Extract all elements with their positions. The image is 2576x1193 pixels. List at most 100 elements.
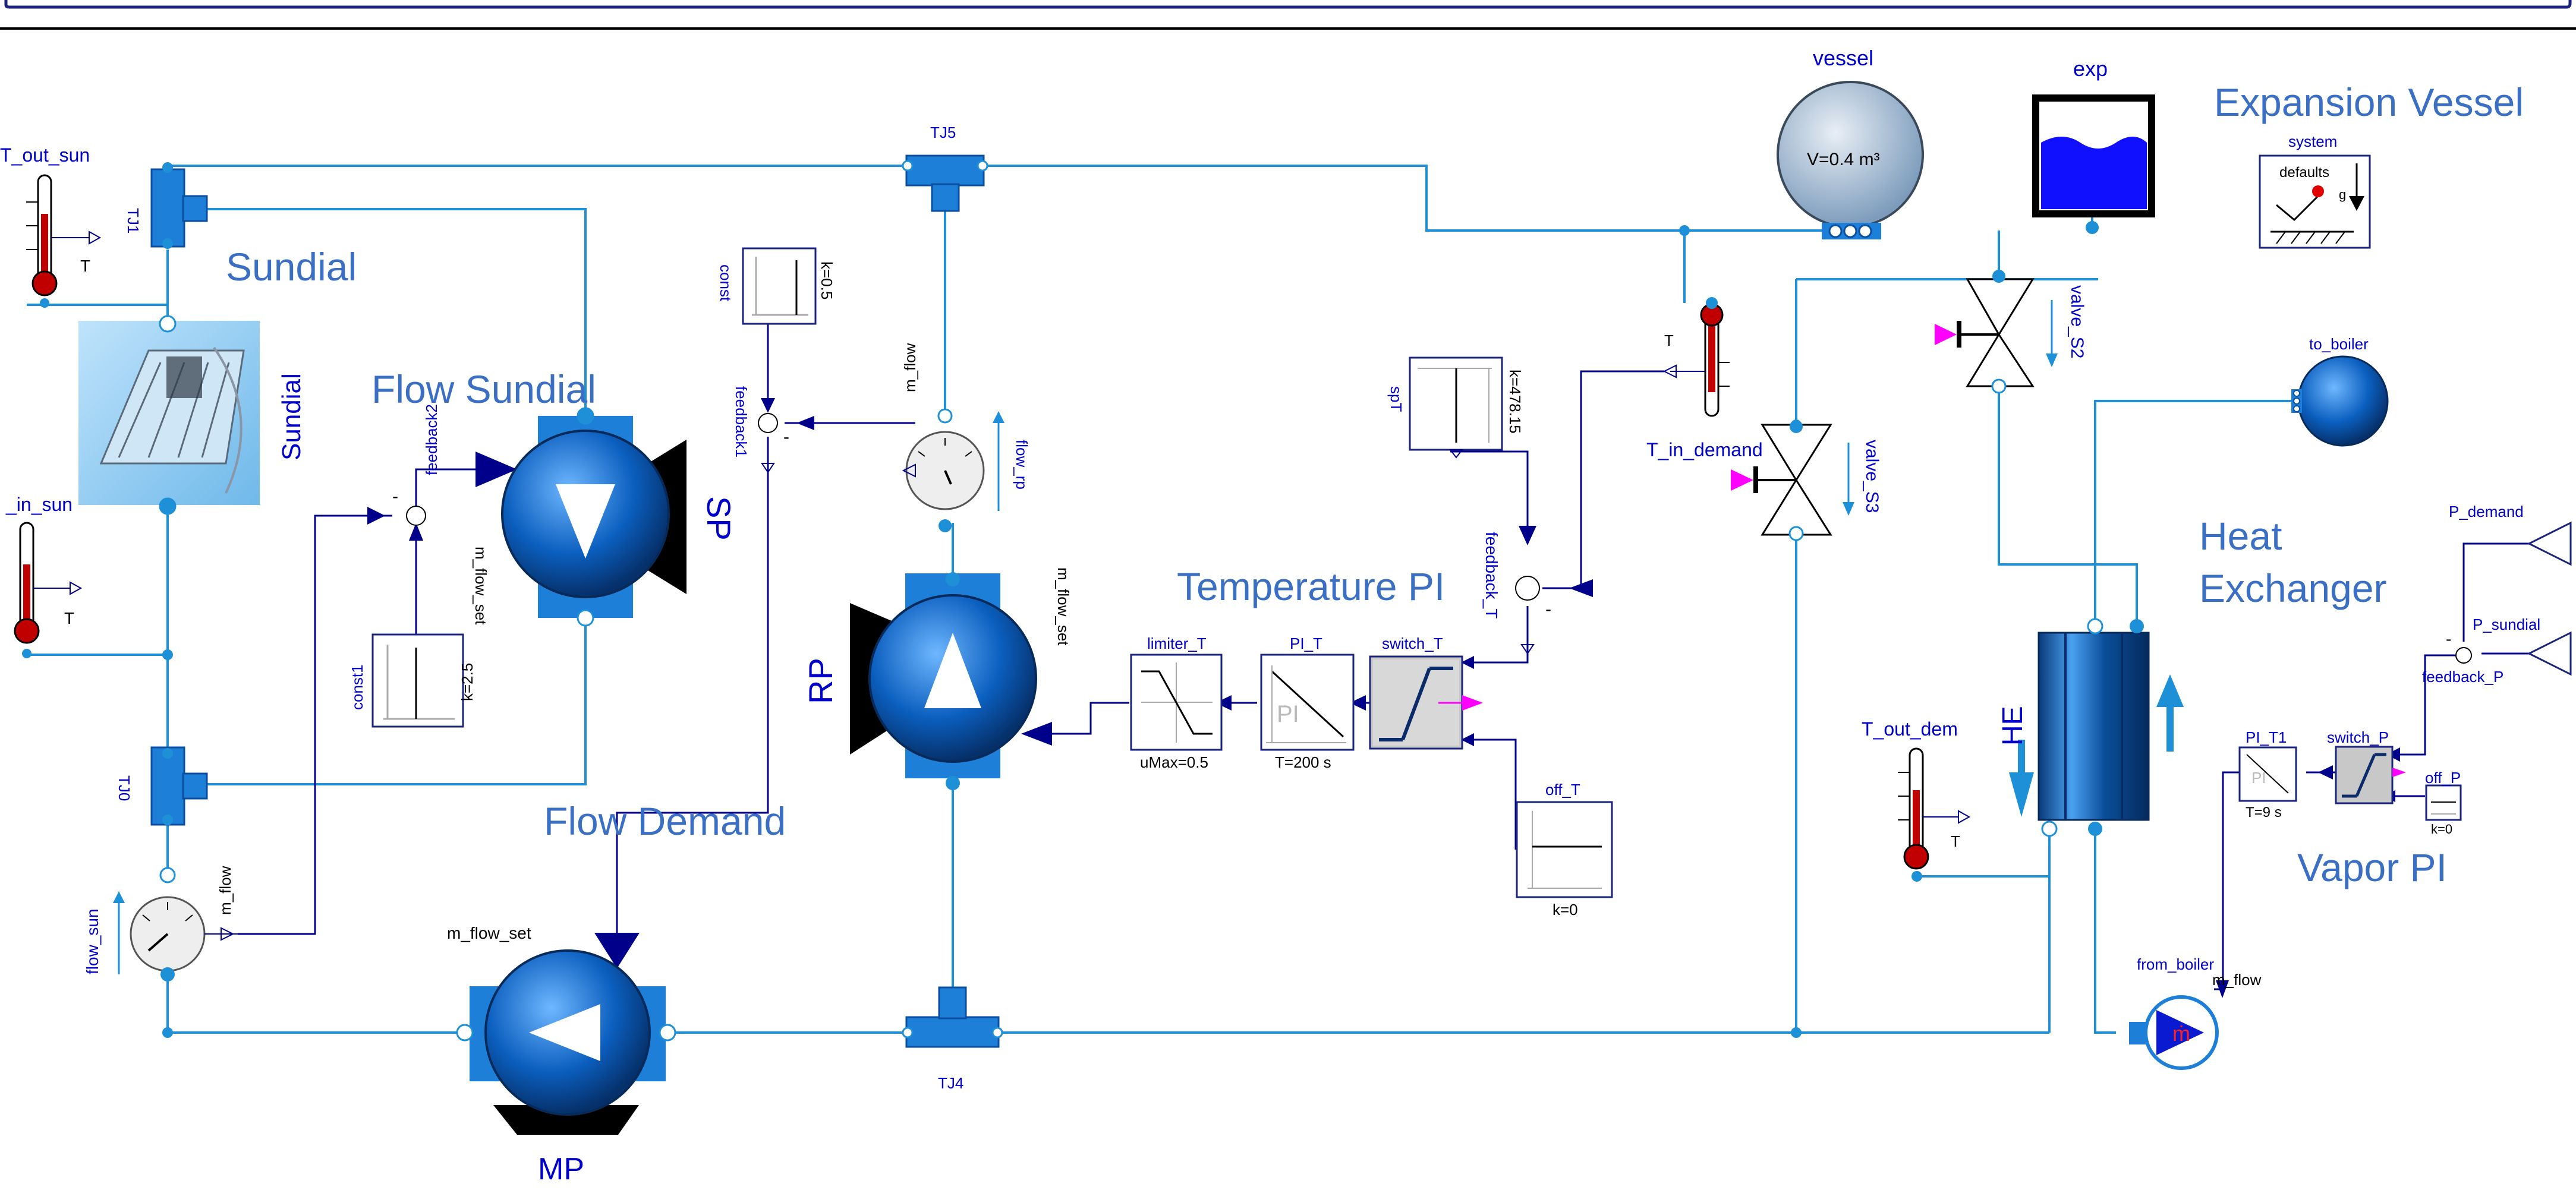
mp-m-flow-set: m_flow_set bbox=[447, 924, 531, 942]
top-frame bbox=[0, 0, 2576, 30]
thermometer-t-out-dem[interactable] bbox=[1898, 749, 1969, 882]
tj4-label: TJ4 bbox=[938, 1074, 963, 1092]
tj1-junction[interactable] bbox=[152, 162, 207, 249]
thermometer-t-in-sun[interactable] bbox=[15, 523, 81, 658]
pi-t1-block[interactable] bbox=[2240, 747, 2296, 801]
flow-sundial-title: Flow Sundial bbox=[371, 367, 596, 411]
tj5-label: TJ5 bbox=[930, 124, 956, 141]
valve-s3[interactable] bbox=[1731, 420, 1854, 540]
vapor-pi-title: Vapor PI bbox=[2297, 845, 2447, 889]
mp-pump[interactable] bbox=[457, 951, 675, 1135]
tj5-junction[interactable] bbox=[903, 156, 987, 211]
system-g: g bbox=[2339, 187, 2346, 202]
sundial-collector[interactable] bbox=[78, 316, 260, 514]
feedback2-block[interactable] bbox=[407, 506, 426, 525]
t-in-demand-t: T bbox=[1664, 332, 1674, 349]
t-out-dem-t: T bbox=[1951, 832, 1960, 850]
rp-label: RP bbox=[802, 658, 839, 704]
spt-block[interactable] bbox=[1410, 358, 1502, 457]
p-sundial-source[interactable] bbox=[2529, 633, 2571, 674]
pi-t-param: T=200 s bbox=[1275, 753, 1331, 771]
to-boiler[interactable] bbox=[2291, 356, 2388, 446]
pi-t-block[interactable] bbox=[1261, 655, 1353, 750]
sundial-vertical-label: Sundial bbox=[277, 373, 306, 460]
switch-t-block[interactable] bbox=[1370, 657, 1483, 749]
feedback-p-minus: - bbox=[2446, 630, 2451, 648]
rp-m-flow-set: m_flow_set bbox=[1054, 567, 1072, 646]
exp-tank[interactable] bbox=[2036, 98, 2152, 234]
vessel-label: vessel bbox=[1813, 46, 1873, 70]
temperature-pi-title: Temperature PI bbox=[1177, 564, 1445, 608]
pi-t-inner-text: PI bbox=[1277, 701, 1299, 727]
off-t-block[interactable] bbox=[1517, 802, 1612, 897]
sp-m-flow-set: m_flow_set bbox=[472, 547, 490, 625]
p-sundial-label: P_sundial bbox=[2473, 616, 2540, 633]
t-in-sun-t: T bbox=[64, 609, 74, 627]
const-block[interactable] bbox=[743, 248, 815, 324]
heat-exchanger-title-1: Heat bbox=[2199, 514, 2282, 558]
thermometer-t-in-demand[interactable] bbox=[1664, 297, 1730, 416]
flow-rp-sensor[interactable] bbox=[903, 409, 1004, 532]
tj0-junction[interactable] bbox=[152, 747, 207, 825]
system-defaults: defaults bbox=[2279, 165, 2329, 181]
off-p-k: k=0 bbox=[2431, 822, 2452, 837]
flow-rp-label: flow_rp bbox=[1013, 440, 1031, 490]
t-in-demand-label: T_in_demand bbox=[1646, 439, 1763, 460]
feedback2-label: feedback2 bbox=[423, 404, 440, 475]
heat-exchanger[interactable] bbox=[2009, 619, 2184, 836]
feedback-t-minus: - bbox=[1545, 599, 1551, 619]
const-label: const bbox=[717, 264, 735, 302]
p-demand-label: P_demand bbox=[2449, 503, 2524, 520]
const1-label: const1 bbox=[348, 664, 366, 710]
off-p-block[interactable] bbox=[2426, 785, 2461, 820]
vessel-param: V=0.4 m³ bbox=[1807, 150, 1880, 169]
flow-sun-label: flow_sun bbox=[83, 908, 102, 974]
limiter-t-param: uMax=0.5 bbox=[1140, 753, 1208, 771]
tj0-label: TJ0 bbox=[115, 775, 133, 801]
p-demand-source[interactable] bbox=[2529, 523, 2571, 564]
he-label: HE bbox=[1997, 706, 2029, 746]
off-p-label: off_P bbox=[2425, 769, 2461, 787]
system-label: system bbox=[2288, 132, 2337, 150]
flow-rp-m-flow: m_flow bbox=[901, 343, 919, 392]
feedback-p-label: feedback_P bbox=[2422, 668, 2503, 686]
flow-demand-title: Flow Demand bbox=[544, 799, 786, 843]
pi-t1-inner-text: PI bbox=[2251, 769, 2266, 787]
t-out-sun-label: T_out_sun bbox=[0, 144, 90, 166]
pi-t1-label: PI_T1 bbox=[2246, 728, 2287, 746]
const-k: k=0.5 bbox=[818, 261, 836, 299]
feedback-p-block[interactable] bbox=[2456, 648, 2471, 663]
off-t-k: k=0 bbox=[1552, 901, 1578, 919]
switch-p-label: switch_P bbox=[2327, 728, 2389, 746]
feedback1-minus: - bbox=[783, 427, 789, 447]
sp-label: SP bbox=[700, 496, 738, 541]
pipe-network bbox=[27, 166, 2298, 1033]
sp-pump[interactable] bbox=[502, 408, 686, 626]
thermometer-t-out-sun[interactable] bbox=[26, 175, 100, 308]
t-in-sun-label: _in_sun bbox=[5, 494, 73, 515]
const1-k: k=2.5 bbox=[458, 663, 476, 701]
heat-exchanger-title-2: Exchanger bbox=[2199, 566, 2387, 610]
off-t-label: off_T bbox=[1545, 781, 1580, 799]
t-out-sun-t: T bbox=[80, 257, 90, 275]
t-out-dem-label: T_out_dem bbox=[1862, 718, 1958, 740]
feedback-t-label: feedback_T bbox=[1482, 532, 1501, 618]
feedback1-label: feedback1 bbox=[732, 386, 750, 457]
from-boiler-m-flow: m_flow bbox=[2212, 971, 2262, 989]
mp-label: MP bbox=[538, 1152, 584, 1186]
valve-s2[interactable] bbox=[1935, 270, 2058, 393]
spt-k: k=478.15 bbox=[1506, 370, 1524, 434]
limiter-t-label: limiter_T bbox=[1147, 635, 1207, 652]
from-boiler-label: from_boiler bbox=[2137, 955, 2214, 973]
switch-t-label: switch_T bbox=[1382, 635, 1443, 652]
const1-block[interactable] bbox=[373, 635, 463, 727]
rp-pump[interactable] bbox=[850, 572, 1036, 790]
tj1-label: TJ1 bbox=[124, 208, 142, 233]
tj4-junction[interactable] bbox=[903, 987, 1002, 1047]
to-boiler-label: to_boiler bbox=[2309, 335, 2369, 353]
valve-s3-label: valve_S3 bbox=[1862, 440, 1882, 513]
pi-t-label: PI_T bbox=[1290, 635, 1322, 652]
sundial-title: Sundial bbox=[226, 245, 357, 289]
limiter-t-block[interactable] bbox=[1131, 655, 1221, 750]
